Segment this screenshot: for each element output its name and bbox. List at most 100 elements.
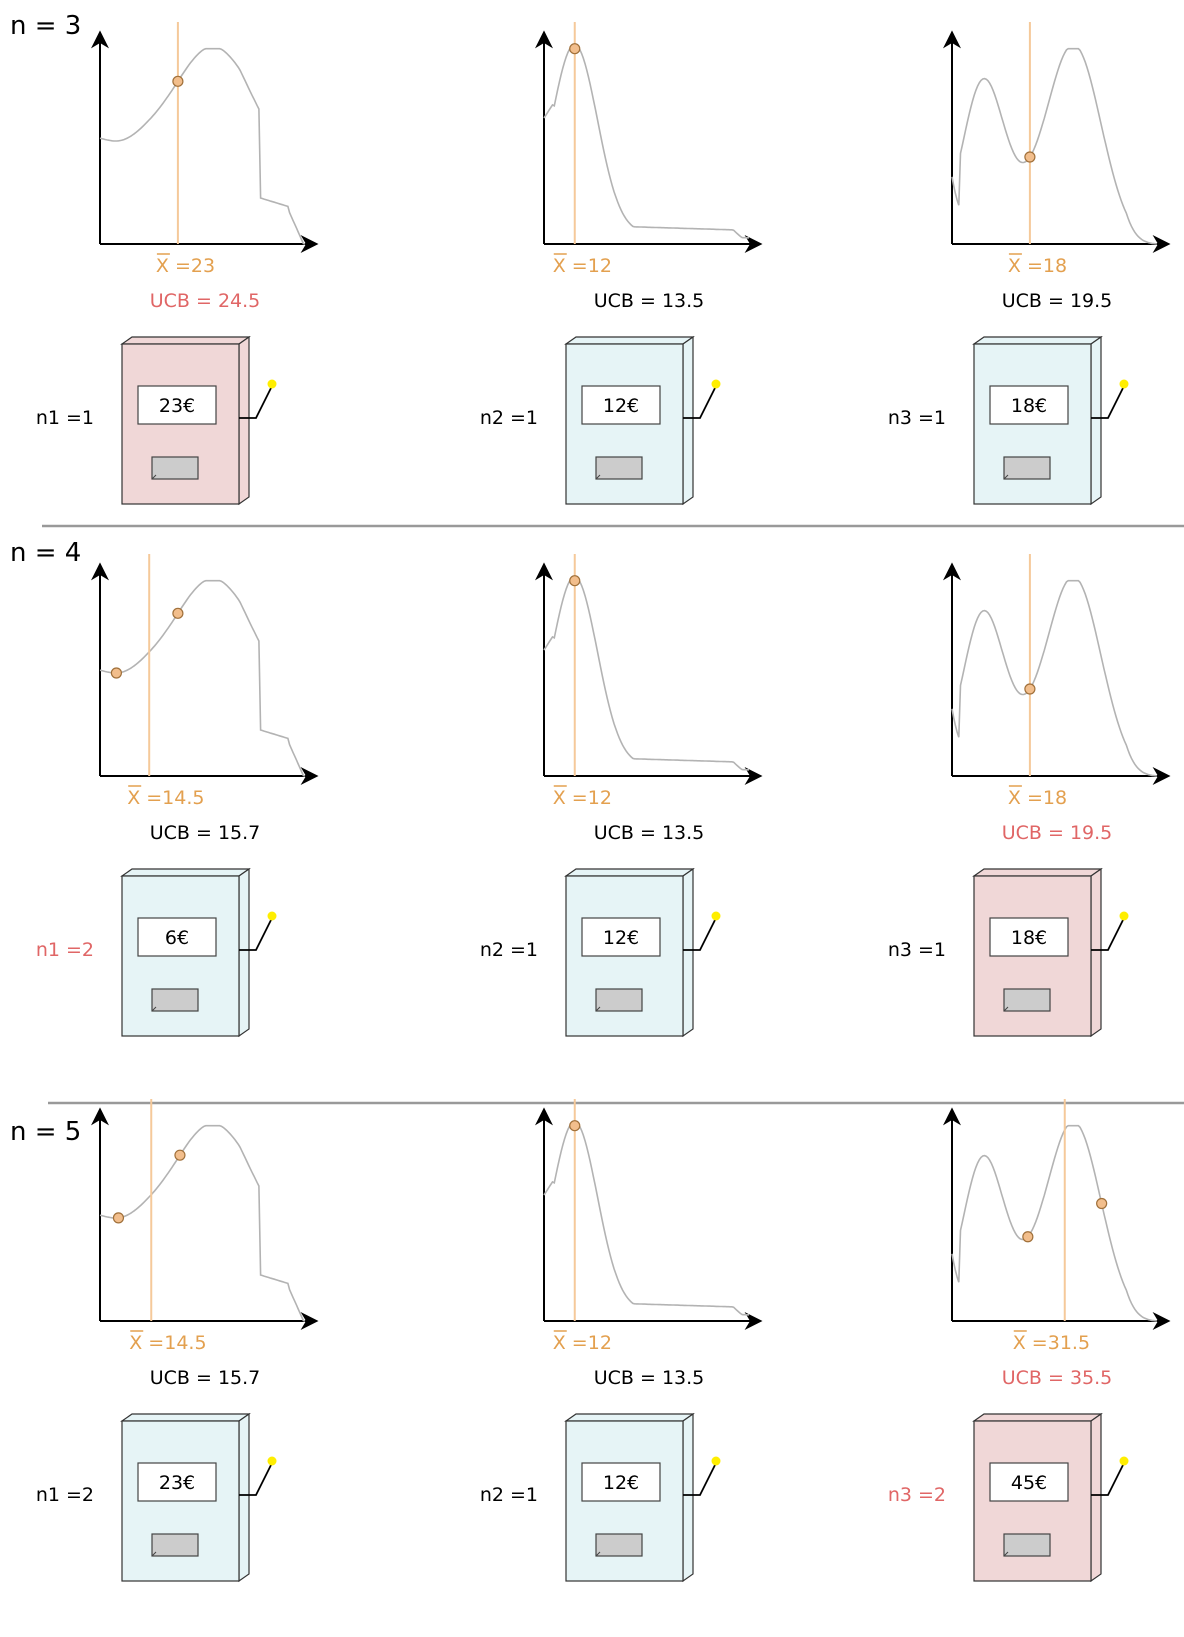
lever-knob[interactable] xyxy=(711,1456,721,1466)
slot-machine[interactable]: 18€ xyxy=(972,335,1129,506)
machine-top xyxy=(120,1413,251,1422)
machine-top xyxy=(564,336,695,345)
reward-value: 23€ xyxy=(159,1472,195,1494)
mean-label: X =12 xyxy=(553,787,612,809)
lever-knob[interactable] xyxy=(1119,1456,1129,1466)
coin-slot xyxy=(1003,456,1051,480)
pull-count-label: n3 =2 xyxy=(888,1484,946,1506)
reward-value: 6€ xyxy=(165,927,189,949)
coin-slot xyxy=(151,456,199,480)
round-label: n = 4 xyxy=(10,538,81,568)
reward-distribution-curve xyxy=(99,1124,306,1322)
coin-slot xyxy=(595,1533,643,1557)
sample-dot xyxy=(569,1120,581,1132)
ucb-label: UCB = 15.7 xyxy=(150,822,261,844)
machine-top xyxy=(564,1413,695,1422)
lever-knob[interactable] xyxy=(267,911,277,921)
coin-slot xyxy=(1003,1533,1051,1557)
slot-machine[interactable]: 6€ xyxy=(120,867,277,1038)
reward-display xyxy=(137,385,217,425)
lever-knob[interactable] xyxy=(1119,911,1129,921)
coin-slot-bevel xyxy=(595,474,601,480)
lever-arm[interactable] xyxy=(1091,917,1125,951)
mean-label: X =18 xyxy=(1008,255,1067,277)
reward-value: 45€ xyxy=(1011,1472,1047,1494)
reward-value: 18€ xyxy=(1011,927,1047,949)
machine-top xyxy=(120,868,251,877)
reward-value: 12€ xyxy=(603,395,639,417)
ucb-label: UCB = 19.5 xyxy=(1002,290,1113,312)
machine-side xyxy=(682,1412,694,1583)
machine-side xyxy=(238,867,250,1038)
lever-arm[interactable] xyxy=(683,917,717,951)
machine-side xyxy=(238,335,250,506)
reward-distribution-curve xyxy=(99,47,306,245)
pull-count-label: n2 =1 xyxy=(480,407,538,429)
reward-distribution-curve xyxy=(951,579,1158,777)
lever-arm[interactable] xyxy=(239,1462,273,1496)
ucb-label: UCB = 35.5 xyxy=(1002,1367,1113,1389)
lever-arm[interactable] xyxy=(239,917,273,951)
pull-count-label: n3 =1 xyxy=(888,939,946,961)
machine-top xyxy=(972,1413,1103,1422)
ucb-label: UCB = 13.5 xyxy=(594,822,705,844)
reward-display xyxy=(581,917,661,957)
ucb-label: UCB = 13.5 xyxy=(594,1367,705,1389)
reward-display xyxy=(137,917,217,957)
lever-knob[interactable] xyxy=(267,1456,277,1466)
reward-value: 12€ xyxy=(603,927,639,949)
slot-machine[interactable]: 18€ xyxy=(972,867,1129,1038)
pull-count-label: n1 =1 xyxy=(36,407,94,429)
reward-distribution-curve xyxy=(951,47,1158,245)
lever-arm[interactable] xyxy=(683,385,717,419)
slot-machine[interactable]: 45€ xyxy=(972,1412,1129,1583)
coin-slot-bevel xyxy=(151,1006,157,1012)
lever-arm[interactable] xyxy=(1091,385,1125,419)
reward-distribution-curve xyxy=(951,1124,1158,1322)
slot-machine[interactable]: 23€ xyxy=(120,335,277,506)
slot-machine[interactable]: 23€ xyxy=(120,1412,277,1583)
sample-dot xyxy=(569,575,581,587)
pull-count-label: n3 =1 xyxy=(888,407,946,429)
lever-knob[interactable] xyxy=(267,379,277,389)
mean-label: X =14.5 xyxy=(127,787,204,809)
lever-arm[interactable] xyxy=(239,385,273,419)
machine-top xyxy=(972,868,1103,877)
sample-dot xyxy=(110,667,123,679)
mean-label: X =23 xyxy=(156,255,215,277)
reward-value: 12€ xyxy=(603,1472,639,1494)
mean-label: X =12 xyxy=(553,255,612,277)
slot-machine[interactable]: 12€ xyxy=(564,335,721,506)
lever-knob[interactable] xyxy=(711,911,721,921)
lever-knob[interactable] xyxy=(711,379,721,389)
reward-distribution-curve xyxy=(99,579,306,777)
pull-count-label: n1 =2 xyxy=(36,939,94,961)
slot-machine[interactable]: 12€ xyxy=(564,1412,721,1583)
machine-top xyxy=(972,336,1103,345)
round-label: n = 5 xyxy=(10,1117,81,1147)
slot-machine[interactable]: 12€ xyxy=(564,867,721,1038)
mean-label: X =31.5 xyxy=(1013,1332,1090,1354)
pull-count-label: n2 =1 xyxy=(480,939,538,961)
sample-dot xyxy=(1024,683,1036,695)
machine-side xyxy=(238,1412,250,1583)
lever-knob[interactable] xyxy=(1119,379,1129,389)
coin-slot-bevel xyxy=(151,1551,157,1557)
sample-dot xyxy=(172,607,184,619)
lever-arm[interactable] xyxy=(683,1462,717,1496)
machine-side xyxy=(682,867,694,1038)
reward-value: 18€ xyxy=(1011,395,1047,417)
lever-arm[interactable] xyxy=(1091,1462,1125,1496)
reward-display xyxy=(581,1462,661,1502)
ucb-label: UCB = 19.5 xyxy=(1002,822,1113,844)
